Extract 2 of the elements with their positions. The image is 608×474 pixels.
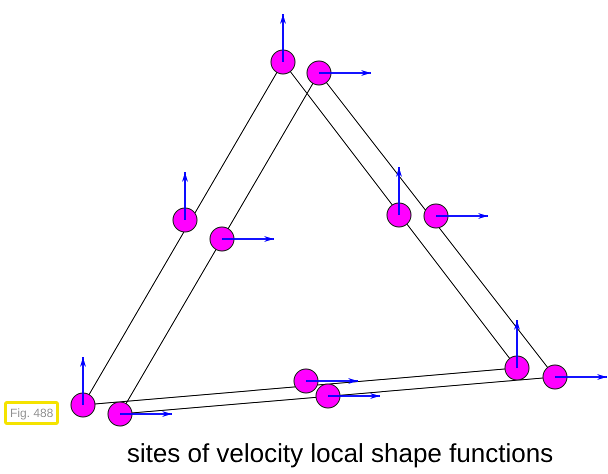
caption: sites of velocity local shape functions bbox=[126, 438, 554, 469]
figure-number: Fig. 488 bbox=[4, 401, 60, 425]
